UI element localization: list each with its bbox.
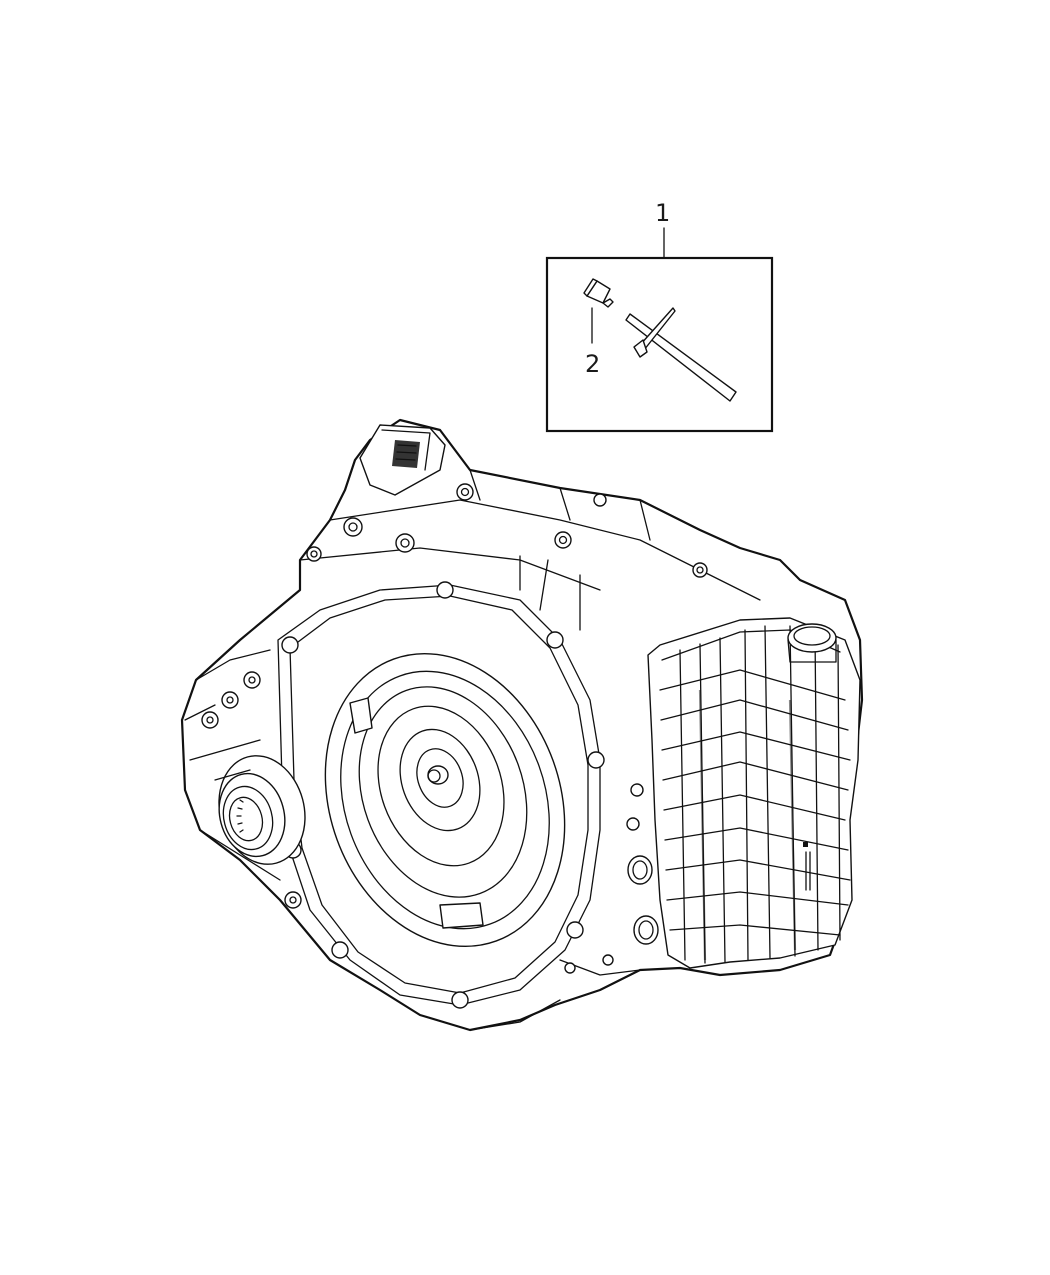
kit-inset-box: [545, 227, 774, 433]
valve-body-cover: [647, 617, 861, 969]
output-seal: [218, 755, 306, 865]
transmission-assembly: [180, 418, 864, 1032]
dipstick-part: [625, 307, 737, 402]
left-case: [184, 649, 302, 909]
converter-lug: [439, 902, 484, 929]
converter-lug: [349, 697, 373, 734]
cap-part: [583, 278, 614, 308]
lower-case: [469, 954, 681, 1031]
callout-label-1: 1: [655, 199, 671, 227]
callout-label-2: 2: [585, 350, 601, 378]
electrical-connector: [359, 424, 446, 496]
torque-converter: [324, 652, 566, 948]
cooler-fittings: [626, 783, 659, 945]
bell-housing: [277, 581, 605, 1009]
upper-housing: [299, 469, 761, 631]
fill-neck: [787, 623, 837, 653]
inset-frame: [545, 256, 774, 433]
